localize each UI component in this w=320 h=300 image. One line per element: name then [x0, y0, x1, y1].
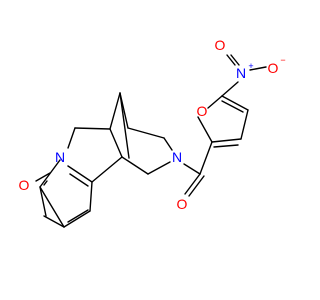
bond — [35, 172, 51, 182]
bonds — [35, 54, 267, 228]
bond — [127, 127, 165, 139]
bond — [230, 54, 240, 66]
bond — [109, 92, 121, 130]
bond — [43, 215, 65, 228]
oxygen-label: O — [197, 103, 208, 119]
bond — [63, 210, 91, 228]
charge-label: + — [248, 61, 253, 71]
bond — [197, 116, 213, 143]
bond — [43, 180, 48, 186]
bond — [184, 173, 201, 195]
bond — [39, 186, 65, 228]
nitrogen-label: N — [236, 65, 246, 81]
bond — [67, 127, 76, 149]
bond — [147, 161, 171, 175]
bond — [119, 92, 130, 159]
bond — [69, 173, 89, 187]
bond — [74, 127, 111, 130]
charge-label: − — [280, 55, 285, 65]
molecule-drawing: O N N O O N + O O − — [19, 37, 286, 228]
oxygen-label: O — [19, 177, 30, 193]
bond — [221, 95, 249, 111]
bond — [163, 137, 173, 151]
nitrogen-label: N — [172, 149, 182, 165]
bond — [109, 128, 123, 158]
bond — [211, 138, 242, 143]
bond — [188, 175, 205, 197]
bond — [213, 144, 239, 148]
bond — [67, 165, 93, 183]
bond — [119, 92, 129, 129]
atom-labels: O N N O O N + O O − — [19, 37, 286, 212]
bond — [199, 141, 213, 175]
bond — [226, 54, 236, 66]
bond — [89, 181, 93, 212]
oxygen-label: O — [268, 60, 279, 76]
bond — [67, 209, 89, 223]
oxygen-label: O — [215, 37, 226, 53]
nitrogen-label: N — [55, 149, 65, 165]
bond — [91, 156, 123, 183]
bond — [183, 163, 201, 175]
oxygen-label: O — [177, 196, 188, 212]
bond — [121, 156, 149, 175]
bond — [240, 109, 249, 140]
bond — [39, 186, 47, 217]
structure-diagram: O N N O O N + O O − — [18, 37, 286, 228]
bond — [207, 95, 223, 109]
bond — [249, 66, 267, 71]
bond — [221, 100, 244, 113]
bond — [221, 81, 239, 97]
bond — [39, 159, 61, 188]
